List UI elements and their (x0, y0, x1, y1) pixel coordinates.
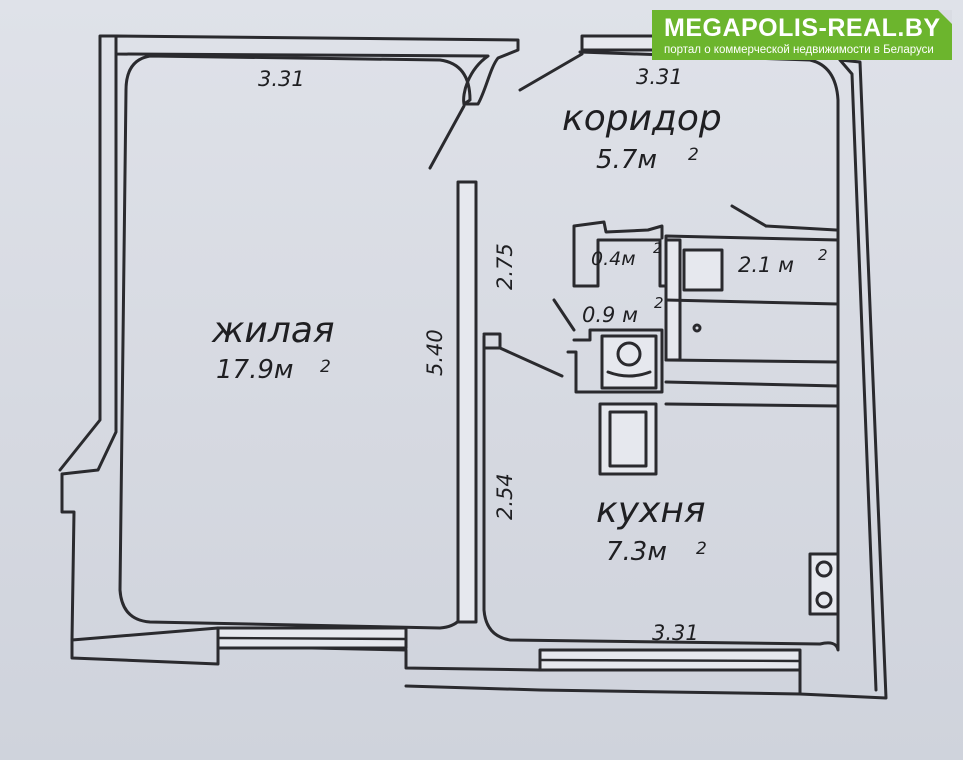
dimension-kitchen-bottom: 3.31 (652, 621, 699, 645)
closet-area: 0.4м (591, 248, 636, 270)
dimension-corridor-top: 3.31 (636, 65, 683, 89)
kitchen-name: кухня (596, 490, 706, 531)
partition-wall (456, 180, 478, 624)
door-corridor (518, 52, 584, 92)
window-top (580, 34, 664, 52)
kitchen-area-sup: 2 (696, 539, 707, 559)
dimension-living-top: 3.31 (258, 67, 305, 91)
stove-burner-icon (815, 591, 833, 609)
corridor-area-sup: 2 (688, 145, 699, 165)
window-living-pane (217, 636, 407, 641)
dimension-corridor-side: 2.75 (493, 243, 517, 290)
bath-line-4 (664, 402, 840, 408)
outer-wall-left-inner (58, 34, 118, 472)
bath-line-1 (664, 298, 840, 306)
door-bathroom (730, 204, 768, 228)
watermark-subtitle: портал о коммерческой недвижимости в Бел… (664, 44, 934, 56)
vent-shaft-inner (608, 410, 648, 468)
toilet-area-sup: 2 (654, 294, 664, 312)
bathroom-area: 2.1 м (738, 253, 794, 277)
door-toilet (552, 298, 576, 332)
dimension-kitchen-side: 2.54 (493, 473, 517, 520)
dimension-wall-total: 5.40 (423, 329, 447, 376)
outer-wall (114, 34, 520, 106)
living-room-area: 17.9м (216, 355, 294, 385)
stove-burner-icon (815, 560, 833, 578)
outer-wall-left (60, 52, 220, 642)
bathroom-area-sup: 2 (818, 246, 828, 264)
living-room-area-sup: 2 (320, 357, 331, 377)
stove-icon (808, 552, 840, 616)
closet-area-sup: 2 (653, 241, 662, 257)
kitchen-door (482, 332, 564, 378)
toilet-block (566, 328, 664, 394)
bath-line-3 (664, 380, 840, 388)
door-living (428, 104, 466, 170)
watermark-banner: MEGAPOLIS-REAL.BY портал о коммерческой … (652, 10, 952, 60)
watermark-title: MEGAPOLIS-REAL.BY (664, 14, 941, 42)
outer-wall-right-inner (838, 58, 878, 692)
window-kitchen-pane (539, 658, 801, 663)
banner-fold (938, 10, 952, 24)
washbasin (682, 248, 724, 292)
bath-line-2 (664, 358, 840, 364)
toilet-area: 0.9 м (582, 303, 638, 327)
toilet-icon (616, 341, 642, 367)
kitchen-area: 7.3м (606, 537, 667, 567)
corridor-outline (482, 50, 840, 652)
outer-wall-bottom (70, 638, 802, 696)
toilet-icon-bg (600, 334, 658, 390)
bathroom-wall-top (764, 224, 838, 232)
toilet-seat-icon (606, 370, 652, 378)
corridor-name: коридор (562, 98, 722, 139)
drain-icon (692, 323, 702, 333)
living-room-name: жилая (211, 310, 335, 351)
corridor-area: 5.7м (596, 145, 657, 175)
